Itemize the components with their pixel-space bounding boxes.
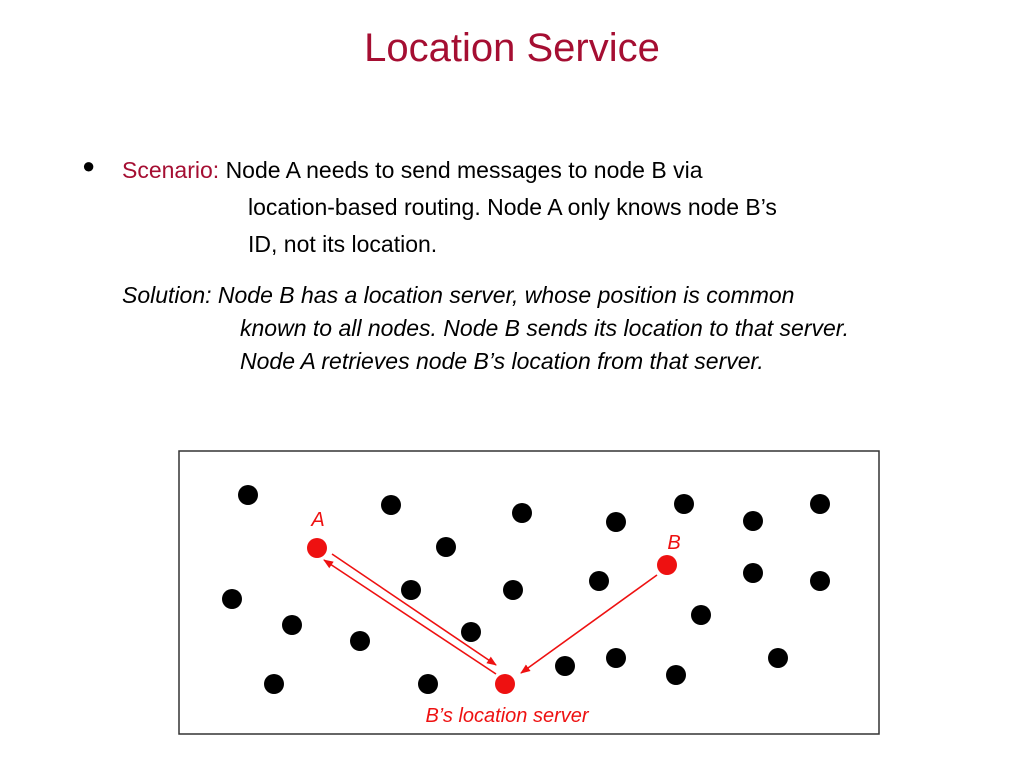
node-b [657, 555, 677, 575]
network-node [666, 665, 686, 685]
scenario-text-line-3: ID, not its location. [248, 231, 438, 257]
solution-text-line-3: Node A retrieves node B’s location from … [240, 348, 764, 374]
network-node [264, 674, 284, 694]
network-node [810, 571, 830, 591]
network-node [743, 511, 763, 531]
solution-text-line-2: known to all nodes. Node B sends its loc… [240, 315, 849, 341]
network-node [401, 580, 421, 600]
location-server-label: B’s location server [425, 705, 589, 727]
network-node [350, 631, 370, 651]
network-node [512, 503, 532, 523]
solution-text-line-1: Solution: Node B has a location server, … [122, 282, 795, 308]
scenario-text-line-1: Node A needs to send messages to node B … [225, 157, 703, 183]
arrow-a-to-server [331, 553, 497, 666]
scenario-label: Scenario: [122, 157, 220, 183]
network-node [743, 563, 763, 583]
location-server-node [495, 674, 515, 694]
scenario-text-line-2: location-based routing. Node A only know… [248, 194, 777, 220]
network-node [503, 580, 523, 600]
diagram-frame [178, 450, 880, 735]
network-node [381, 495, 401, 515]
arrow-server-to-a [323, 559, 497, 675]
network-node [606, 512, 626, 532]
arrow-b-to-server [520, 574, 658, 674]
network-node [691, 605, 711, 625]
node-b-label: B [667, 532, 680, 554]
network-node [461, 622, 481, 642]
network-node [436, 537, 456, 557]
network-diagram: A B B’s location server [178, 450, 880, 735]
node-a-label: A [310, 509, 324, 531]
network-node [222, 589, 242, 609]
network-node [768, 648, 788, 668]
network-node [555, 656, 575, 676]
network-node [589, 571, 609, 591]
network-node [674, 494, 694, 514]
network-node [282, 615, 302, 635]
bullet-point: ● [82, 153, 96, 178]
scenario-paragraph: Scenario: Node A needs to send messages … [122, 152, 962, 263]
node-a [307, 538, 327, 558]
network-node [606, 648, 626, 668]
solution-paragraph: Solution: Node B has a location server, … [122, 279, 1002, 378]
network-node [418, 674, 438, 694]
slide-title: Location Service [364, 26, 660, 70]
network-node [810, 494, 830, 514]
network-node [238, 485, 258, 505]
